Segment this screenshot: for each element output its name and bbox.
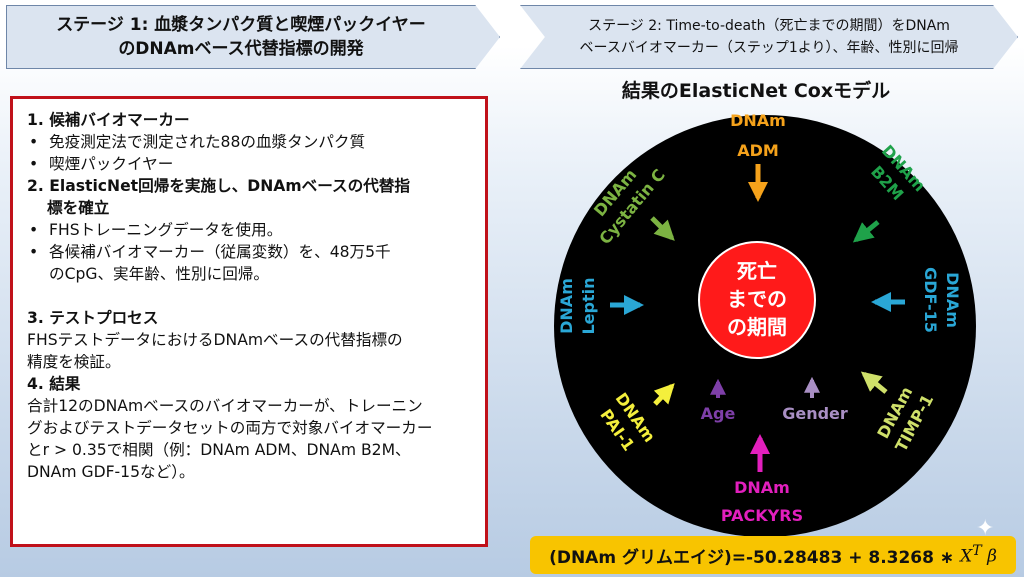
step1-bullet-packyears: 喫煙パックイヤー [27, 153, 475, 175]
center-label-line1: 死亡 [737, 259, 777, 283]
formula-math-x: X [960, 546, 973, 567]
node-adm-line1: DNAm [730, 111, 786, 130]
step2-bullet-training: FHSトレーニングデータを使用。 [27, 219, 475, 241]
step2-heading-line1: 2. ElasticNet回帰を実施し、DNAmベースの代替指 [27, 177, 410, 195]
node-packyrs-line2: PACKYRS [721, 506, 803, 525]
center-label-line3: の期間 [727, 315, 787, 339]
step4-heading: 4. 結果 [27, 375, 81, 393]
stage-2-title-line2: ベースバイオマーカー（ステップ1より）、年齢、性別に回帰 [579, 40, 959, 56]
step3-text-line2: 精度を検証。 [27, 353, 121, 371]
node-adm-line2: ADM [737, 141, 779, 160]
step3-text-line1: FHSテストデータにおけるDNAmベースの代替指標の [27, 331, 403, 349]
arrow-cys [650, 216, 675, 241]
node-gender: Gender [782, 404, 848, 423]
step4-text-line3: とr > 0.35で相関（例：DNAm ADM、DNAm B2M、 [27, 441, 411, 459]
diagram-title: 結果のElasticNet Coxモデル [621, 80, 891, 102]
node-packyrs-line1: DNAm [734, 478, 790, 497]
center-label-line2: までの [727, 287, 787, 311]
formula-math-sup: T [972, 543, 982, 560]
node-age: Age [701, 404, 736, 423]
sparkle-icon: ✦ [976, 516, 995, 541]
stage-2-title-line1: ステージ 2: Time-to-death（死亡までの期間）をDNAm [588, 18, 950, 34]
stage-2-banner: ステージ 2: Time-to-death（死亡までの期間）をDNAm ベースバ… [520, 5, 1018, 69]
step1-heading: 1. 候補バイオマーカー [27, 111, 190, 129]
formula-math: XT β [960, 543, 997, 567]
grimage-formula: (DNAm グリムエイジ)=-50.28483 + 8.3268 ∗ XT β [530, 536, 1016, 574]
node-gdf-line1: DNAm [943, 272, 962, 328]
arrow-timp [860, 371, 888, 394]
step4-text-line2: グおよびテストデータセットの両方で対象バイオマーカー [27, 419, 433, 437]
steps-panel: 1. 候補バイオマーカー 免疫測定法で測定された88の血漿タンパク質 喫煙パック… [10, 96, 488, 547]
formula-text: (DNAm グリムエイジ)=-50.28483 + 8.3268 ∗ [549, 547, 955, 568]
stage-1-title-line1: ステージ 1: 血漿タンパク質と喫煙パックイヤー [56, 15, 426, 35]
node-gdf-line2: GDF-15 [921, 267, 940, 333]
node-leptin-line1: DNAm [557, 278, 576, 334]
step2-heading-line2: 標を確立 [47, 199, 110, 217]
stage-1-banner: ステージ 1: 血漿タンパク質と喫煙パックイヤー のDNAmベース代替指標の開発 [6, 5, 500, 69]
step4-text-line1: 合計12のDNAmベースのバイオマーカーが、トレーニン [27, 397, 423, 415]
arrow-b2m [852, 220, 880, 243]
step1-bullet-proteins: 免疫測定法で測定された88の血漿タンパク質 [27, 131, 475, 153]
center-red-circle [698, 241, 816, 359]
formula-math-beta: β [987, 546, 997, 567]
stage-1-title-line2: のDNAmベース代替指標の開発 [118, 39, 364, 59]
arrow-pai [653, 383, 675, 406]
step2-bullet-regress-line2: のCpG、実年齢、性別に回帰。 [49, 265, 269, 283]
node-leptin-line2: Leptin [579, 277, 598, 334]
step2-bullet-regress-line1: 各候補バイオマーカー（従属変数）を、48万5千 [27, 241, 475, 263]
step4-text-line4: DNAm GDF-15など）。 [27, 463, 195, 481]
step3-heading: 3. テストプロセス [27, 309, 159, 327]
